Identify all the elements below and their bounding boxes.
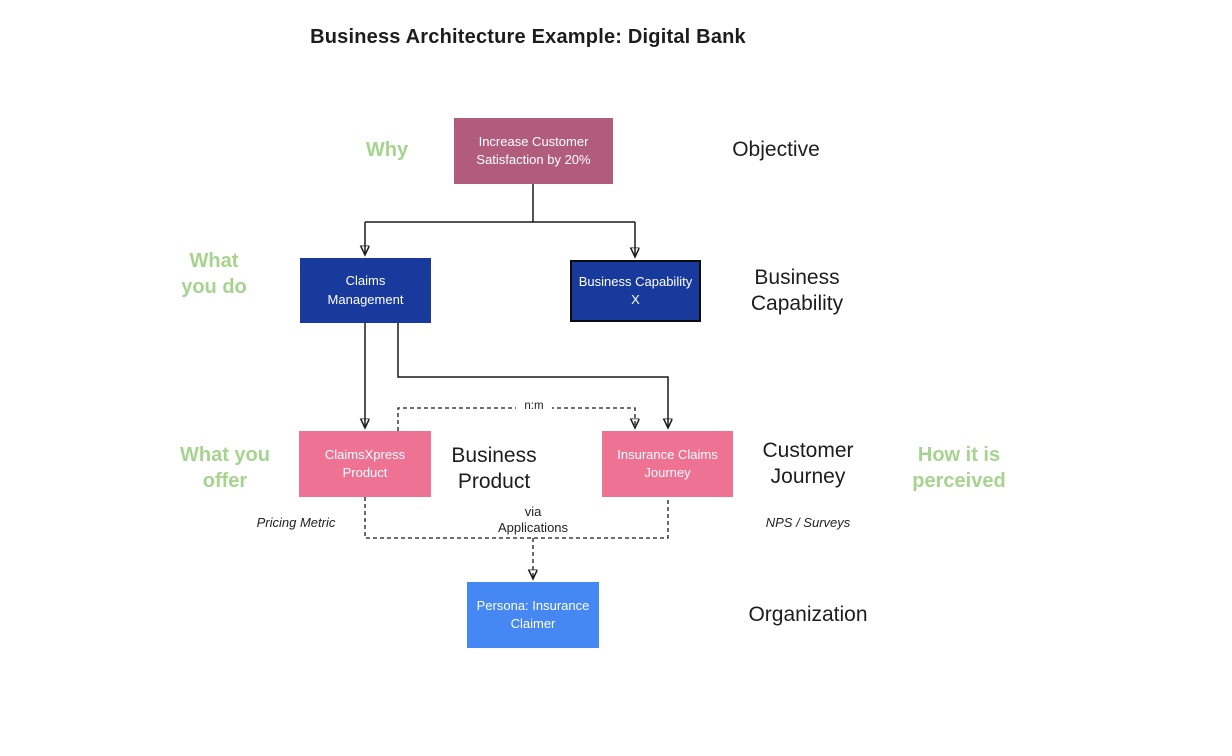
business-capability-category-label: Business Capability bbox=[750, 266, 844, 316]
what-you-offer-label: What you offer bbox=[180, 444, 270, 492]
why-label: Why bbox=[365, 139, 409, 161]
insurance-claims-journey-node: Insurance Claims Journey bbox=[602, 431, 733, 497]
customer-journey-category-label: Customer Journey bbox=[762, 439, 854, 489]
what-you-do-label: What you do bbox=[181, 250, 247, 298]
business-product-category-label: Business Product bbox=[451, 444, 537, 494]
objective-category-label: Objective bbox=[732, 138, 820, 161]
persona-insurance-claimer-node: Persona: Insurance Claimer bbox=[467, 582, 599, 648]
how-it-is-perceived-label: How it is perceived bbox=[912, 444, 1006, 492]
diagram-title: Business Architecture Example: Digital B… bbox=[310, 26, 746, 48]
nm-cardinality-label: n:m bbox=[516, 400, 552, 414]
claims-management-node: Claims Management bbox=[300, 258, 431, 323]
via-applications-label: via Applications bbox=[497, 504, 569, 535]
objective-node: Increase Customer Satisfaction by 20% bbox=[454, 118, 613, 184]
business-capability-x-node: Business Capability X bbox=[570, 260, 701, 322]
nps-surveys-label: NPS / Surveys bbox=[765, 515, 851, 530]
claimsxpress-product-node: ClaimsXpress Product bbox=[299, 431, 431, 497]
organization-category-label: Organization bbox=[748, 603, 868, 626]
pricing-metric-label: Pricing Metric bbox=[256, 515, 336, 530]
